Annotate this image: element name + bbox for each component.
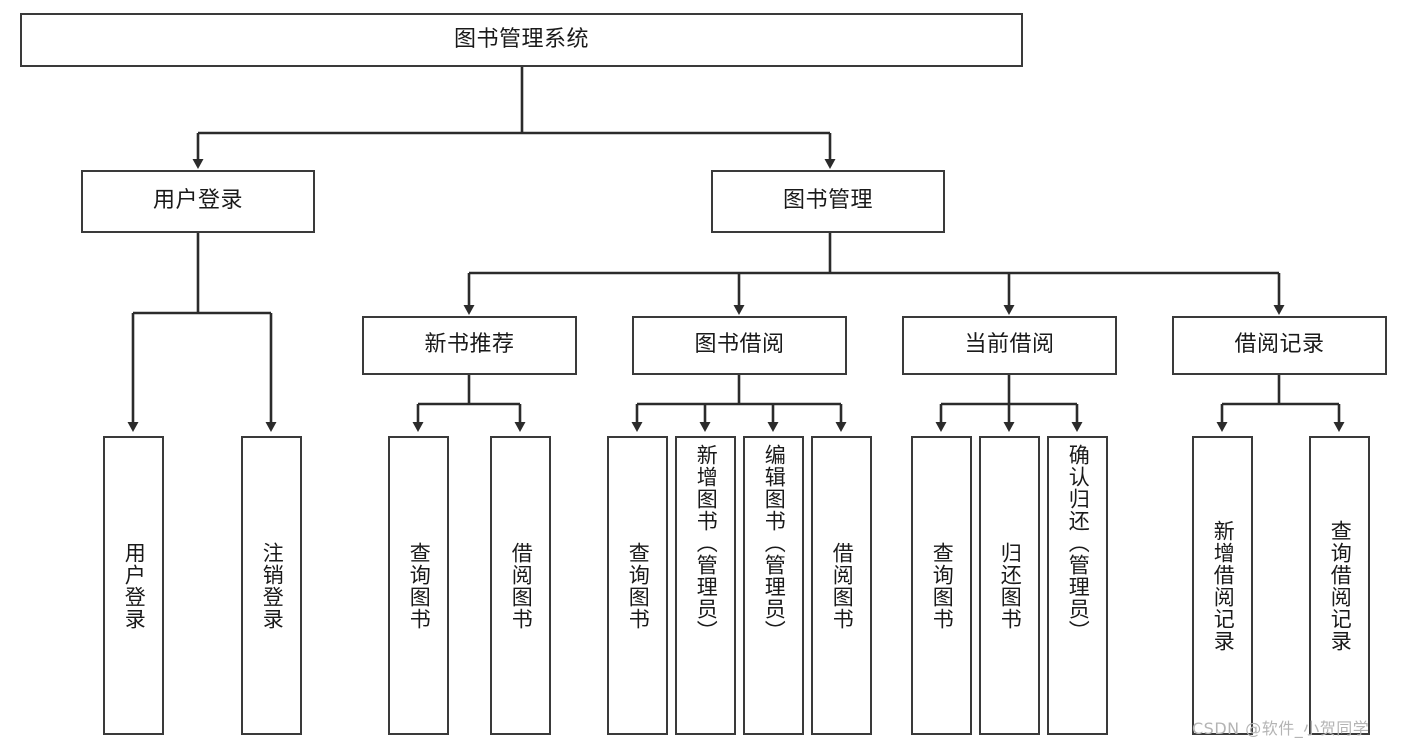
leaf-query-borrow-record[interactable]: 查询借阅记录 — [1309, 436, 1370, 735]
node-label: 归还图书 — [998, 541, 1023, 630]
node-label: 新书推荐 — [424, 332, 515, 358]
leaf-query-book-borrow[interactable]: 查询图书 — [607, 436, 668, 735]
leaf-edit-book-admin[interactable]: 编辑图书（管理员） — [743, 436, 804, 735]
node-label: 查询借阅记录 — [1328, 519, 1353, 652]
csdn-watermark: CSDN @软件_小贺同学 — [1192, 719, 1370, 738]
node-label: 借阅图书 — [509, 541, 534, 630]
leaf-query-book-current[interactable]: 查询图书 — [911, 436, 972, 735]
node-label: 注销登录 — [260, 541, 285, 630]
leaf-borrow-book-borrow[interactable]: 借阅图书 — [811, 436, 872, 735]
node-borrow-record[interactable]: 借阅记录 — [1172, 316, 1387, 375]
node-label: 编辑图书（管理员） — [762, 444, 787, 642]
node-book-management[interactable]: 图书管理 — [711, 170, 945, 233]
leaf-borrow-book-recommend[interactable]: 借阅图书 — [490, 436, 551, 735]
node-root-book-management-system[interactable]: 图书管理系统 — [20, 13, 1023, 67]
node-current-borrow[interactable]: 当前借阅 — [902, 316, 1117, 375]
leaf-add-borrow-record[interactable]: 新增借阅记录 — [1192, 436, 1253, 735]
leaf-user-login[interactable]: 用户登录 — [103, 436, 164, 735]
node-label: 用户登录 — [122, 541, 147, 630]
node-label: 用户登录 — [152, 188, 243, 214]
node-label: 借阅记录 — [1234, 332, 1325, 358]
leaf-logout-login[interactable]: 注销登录 — [241, 436, 302, 735]
node-label: 确认归还（管理员） — [1066, 444, 1091, 642]
node-user-login[interactable]: 用户登录 — [81, 170, 315, 233]
leaf-confirm-return-admin[interactable]: 确认归还（管理员） — [1047, 436, 1108, 735]
leaf-query-book-recommend[interactable]: 查询图书 — [388, 436, 449, 735]
node-label: 图书借阅 — [694, 332, 785, 358]
node-new-book-recommend[interactable]: 新书推荐 — [362, 316, 577, 375]
node-label: 新增借阅记录 — [1211, 519, 1236, 652]
node-label: 查询图书 — [407, 541, 432, 630]
node-book-borrow[interactable]: 图书借阅 — [632, 316, 847, 375]
leaf-return-book[interactable]: 归还图书 — [979, 436, 1040, 735]
node-label: 图书管理系统 — [453, 26, 589, 52]
node-label: 图书管理 — [782, 188, 873, 214]
leaf-add-book-admin[interactable]: 新增图书（管理员） — [675, 436, 736, 735]
node-label: 当前借阅 — [964, 332, 1055, 358]
node-label: 借阅图书 — [830, 541, 855, 630]
node-label: 查询图书 — [626, 541, 651, 630]
node-label: 新增图书（管理员） — [694, 444, 719, 642]
node-label: 查询图书 — [930, 541, 955, 630]
